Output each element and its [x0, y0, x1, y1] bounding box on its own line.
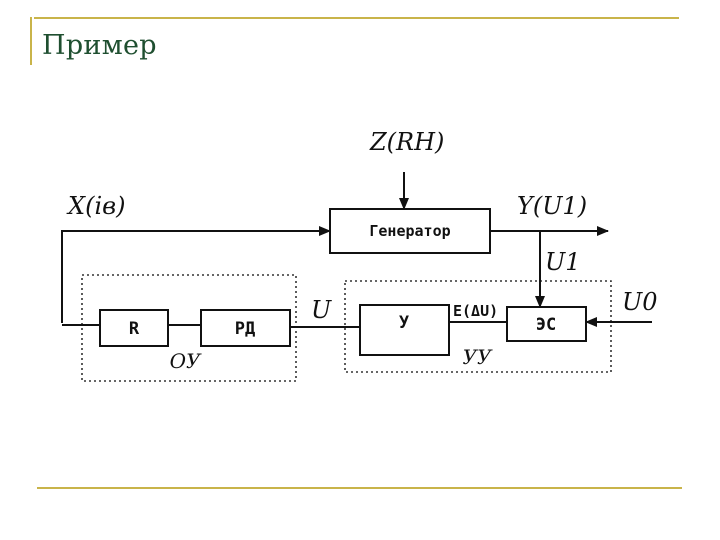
rd-label: РД: [235, 319, 255, 339]
generator-block: Генератор: [329, 208, 491, 254]
slide-top-rule: [34, 17, 679, 19]
rd-block: РД: [200, 309, 291, 347]
y-block: У: [359, 304, 450, 356]
u-label: U: [311, 296, 332, 324]
y-label: У: [399, 313, 409, 333]
uu-group-label: УУ: [463, 345, 493, 369]
z-load-label: Z(RН): [369, 128, 444, 156]
es-label: ЭС: [536, 315, 556, 335]
es-block: ЭС: [506, 306, 587, 342]
slide-bottom-rule: [37, 487, 682, 489]
r-label: R: [129, 319, 140, 339]
error-label: E(ΔU): [453, 302, 498, 320]
y-output-label: Y(U1): [517, 192, 587, 220]
x-input-wire: [61, 226, 331, 323]
x-input-label: X(iв): [66, 192, 125, 220]
r-block: R: [99, 309, 169, 347]
u0-label: U0: [622, 288, 658, 316]
ou-group-label: ОУ: [170, 349, 202, 373]
slide-left-rule: [30, 17, 32, 65]
u1-label: U1: [545, 248, 581, 276]
uu-group-boundary: [344, 280, 612, 373]
generator-label: Генератор: [369, 222, 450, 240]
slide-title: Пример: [42, 30, 157, 61]
